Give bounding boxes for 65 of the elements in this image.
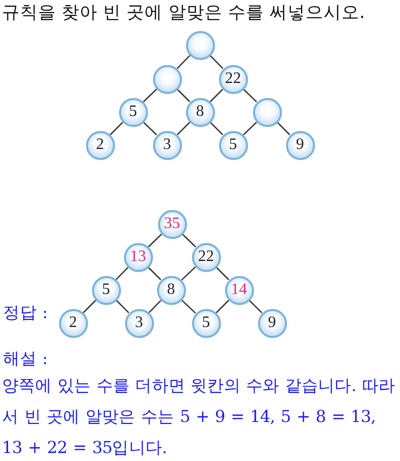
number-circle <box>86 130 114 160</box>
answer-number: 35 <box>164 216 180 232</box>
connector-line <box>216 300 230 314</box>
given-number: 2 <box>69 315 77 331</box>
connector-line <box>210 88 224 102</box>
given-number: 2 <box>96 137 104 153</box>
given-number: 5 <box>202 315 210 331</box>
given-number: 5 <box>229 137 237 153</box>
given-number: 5 <box>102 282 110 298</box>
connector-line <box>110 122 124 136</box>
given-number: 8 <box>196 104 204 120</box>
number-circle <box>192 242 220 272</box>
given-number: 9 <box>268 315 276 331</box>
empty-circle <box>252 98 282 126</box>
empty-circle <box>186 30 214 60</box>
connector-line <box>242 122 258 136</box>
given-number: 9 <box>296 137 304 153</box>
number-circle <box>186 98 214 126</box>
number-circle <box>218 130 248 160</box>
explanation-text: 양쪽에 있는 수를 더하면 윗칸의 수와 같습니다. 따라서 빈 곳에 알맞은 수는 5 + 9 = 14, 5 + 8 = 13, 13 + 22 = 35입니다. <box>2 375 396 459</box>
empty-circle <box>152 64 182 94</box>
number-circle <box>224 276 254 304</box>
connector-line <box>176 88 190 102</box>
given-number: 22 <box>225 71 241 87</box>
given-number: 22 <box>198 249 214 265</box>
connector-line <box>210 122 224 136</box>
answer-heading: 정답 : <box>3 303 48 323</box>
number-circle <box>156 276 186 304</box>
connector-line <box>242 88 258 102</box>
given-number: 3 <box>135 315 143 331</box>
number-circle <box>118 98 148 126</box>
given-number: 8 <box>167 282 175 298</box>
connector-line <box>276 122 290 136</box>
given-number: 3 <box>163 137 171 153</box>
number-circle <box>92 276 120 304</box>
connector-line <box>148 234 162 248</box>
explanation-heading: 해설 : <box>3 349 48 369</box>
number-circle <box>152 130 182 160</box>
connector-line <box>148 266 162 280</box>
connector-line <box>176 54 190 70</box>
question-text: 규칙을 찾아 빈 곳에 알맞은 수를 써넣으시오. <box>2 3 365 23</box>
number-circle <box>124 242 152 272</box>
connector-line <box>142 122 158 136</box>
number-circle <box>258 308 286 338</box>
connector-line <box>216 266 230 280</box>
given-number: 5 <box>129 104 137 120</box>
connector-line <box>142 88 158 102</box>
connector-line <box>248 300 262 314</box>
number-circle <box>192 308 220 338</box>
number-circle <box>124 308 154 338</box>
connector-line <box>181 299 196 314</box>
number-circle <box>58 308 88 338</box>
number-circle <box>218 64 248 94</box>
number-circle <box>158 210 186 238</box>
connector-line <box>181 266 196 281</box>
connector-line <box>82 300 96 314</box>
connector-line <box>148 300 162 314</box>
connector-line <box>176 122 190 136</box>
connector-line <box>210 54 224 70</box>
answer-number: 14 <box>231 282 247 298</box>
number-circle <box>286 130 314 160</box>
answer-number: 13 <box>130 249 146 265</box>
connector-line <box>116 300 130 314</box>
connector-line <box>116 266 128 280</box>
connector-line <box>182 234 196 248</box>
